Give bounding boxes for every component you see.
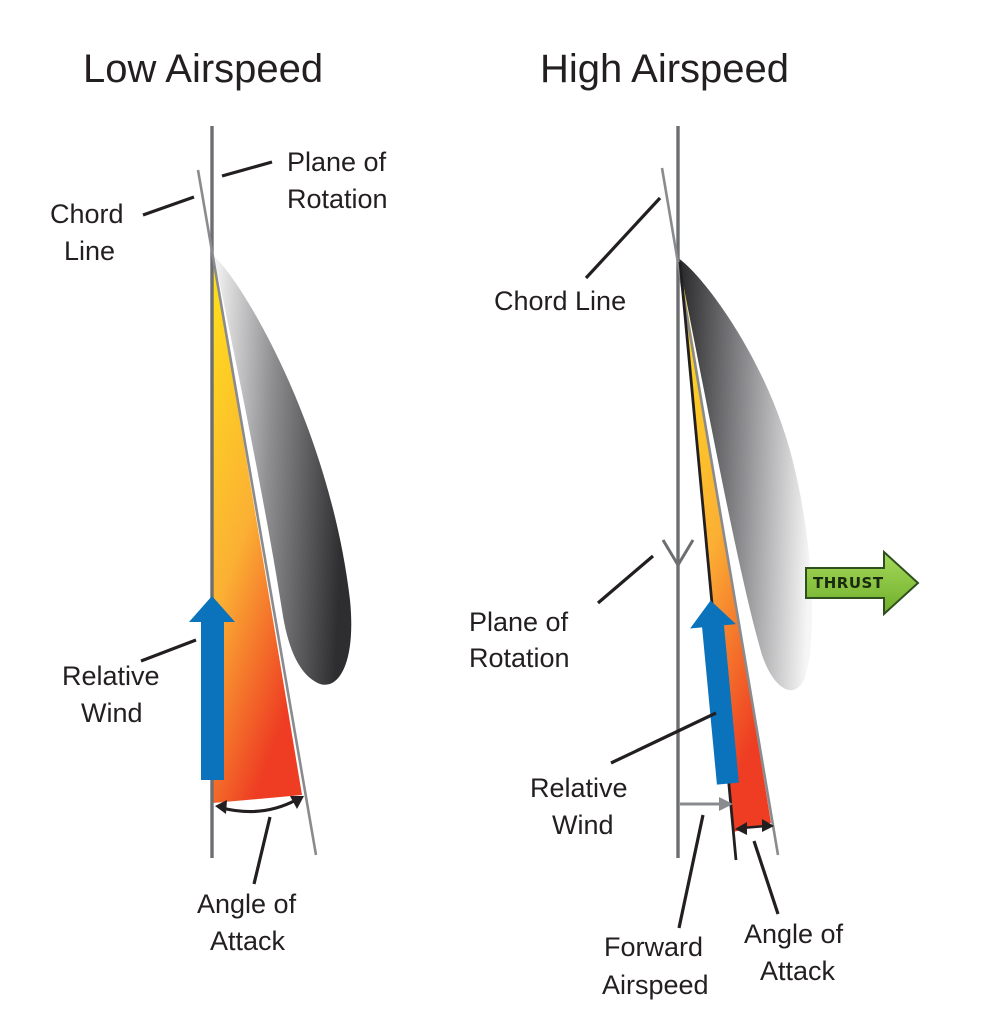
high-relative-wind-label: Relative Wind — [530, 773, 635, 840]
low-chord-line-label: Chord Line — [50, 199, 131, 266]
low-relative-wind-label: Relative Wind — [62, 661, 167, 728]
high-forward-airspeed-label: Forward Airspeed — [602, 932, 711, 1000]
low-airspeed-title: Low Airspeed — [83, 47, 323, 91]
high-aoa-arrow — [735, 819, 774, 835]
low-plane-leader — [221, 160, 273, 178]
high-plane-leader — [596, 554, 655, 605]
high-wind-leader — [610, 711, 717, 765]
high-airspeed-panel: High Airspeed THRUST — [469, 47, 920, 1000]
high-airspeed-title: High Airspeed — [540, 47, 789, 91]
low-airspeed-panel: Low Airspeed Plane of Rotation — [50, 47, 394, 956]
thrust-label: THRUST — [813, 574, 884, 592]
high-aoa-leader — [752, 840, 780, 915]
high-chord-line-label: Chord Line — [494, 286, 626, 316]
low-relative-wind-arrow — [189, 596, 235, 780]
low-chord-leader — [142, 195, 195, 217]
thrust-arrow: THRUST — [805, 549, 920, 617]
high-forward-airspeed-leader — [677, 814, 705, 929]
high-plane-of-rotation-chevron — [661, 539, 695, 568]
high-blade-airfoil — [678, 258, 813, 691]
high-relative-wind-arrow — [690, 600, 739, 785]
forward-airspeed-arrow — [680, 797, 733, 811]
low-aoa-leader — [252, 816, 272, 885]
low-aoa-wedge — [213, 258, 302, 803]
low-angle-of-attack-label: Angle of Attack — [197, 889, 304, 956]
low-wind-leader — [140, 638, 197, 663]
low-chord-line — [196, 169, 318, 856]
high-angle-of-attack-label: Angle of Attack — [744, 919, 851, 986]
low-aoa-arc — [215, 796, 304, 814]
high-plane-of-rotation-label: Plane of Rotation — [469, 607, 576, 673]
low-blade-airfoil — [214, 256, 352, 685]
high-chord-leader — [584, 196, 662, 280]
low-plane-of-rotation-label: Plane of Rotation — [287, 147, 394, 214]
